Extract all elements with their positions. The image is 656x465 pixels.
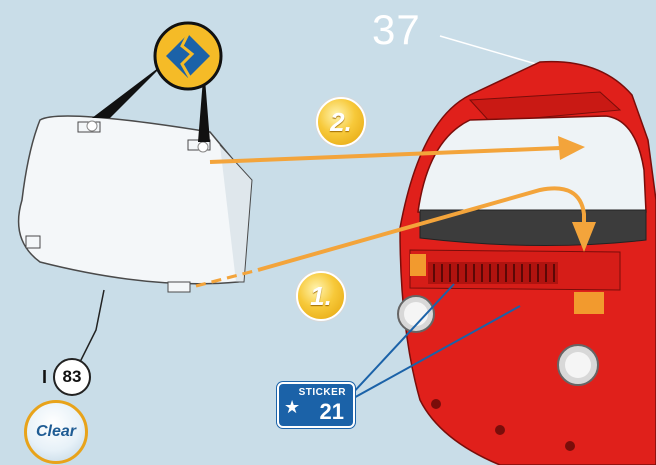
clear-part-badge: Clear bbox=[24, 400, 88, 464]
step-2-badge: 2. bbox=[316, 97, 366, 147]
step-leader-line bbox=[440, 36, 543, 66]
part-leader-line bbox=[78, 290, 104, 366]
clear-window-part bbox=[19, 116, 252, 292]
part-number: 83 bbox=[53, 358, 91, 396]
star-icon: ★ bbox=[284, 397, 300, 418]
bus-front bbox=[398, 62, 656, 465]
part-quantity: I bbox=[42, 367, 47, 388]
sticker-number: 21 bbox=[320, 399, 344, 425]
step-number: 37 bbox=[372, 6, 421, 54]
part-reference: I 83 bbox=[42, 358, 91, 396]
sticker-label: STICKER bbox=[299, 387, 346, 398]
sticker-badge: ★ STICKER 21 bbox=[277, 382, 355, 428]
glue-adhesive-icon bbox=[152, 20, 224, 92]
step-1-badge: 1. bbox=[296, 271, 346, 321]
